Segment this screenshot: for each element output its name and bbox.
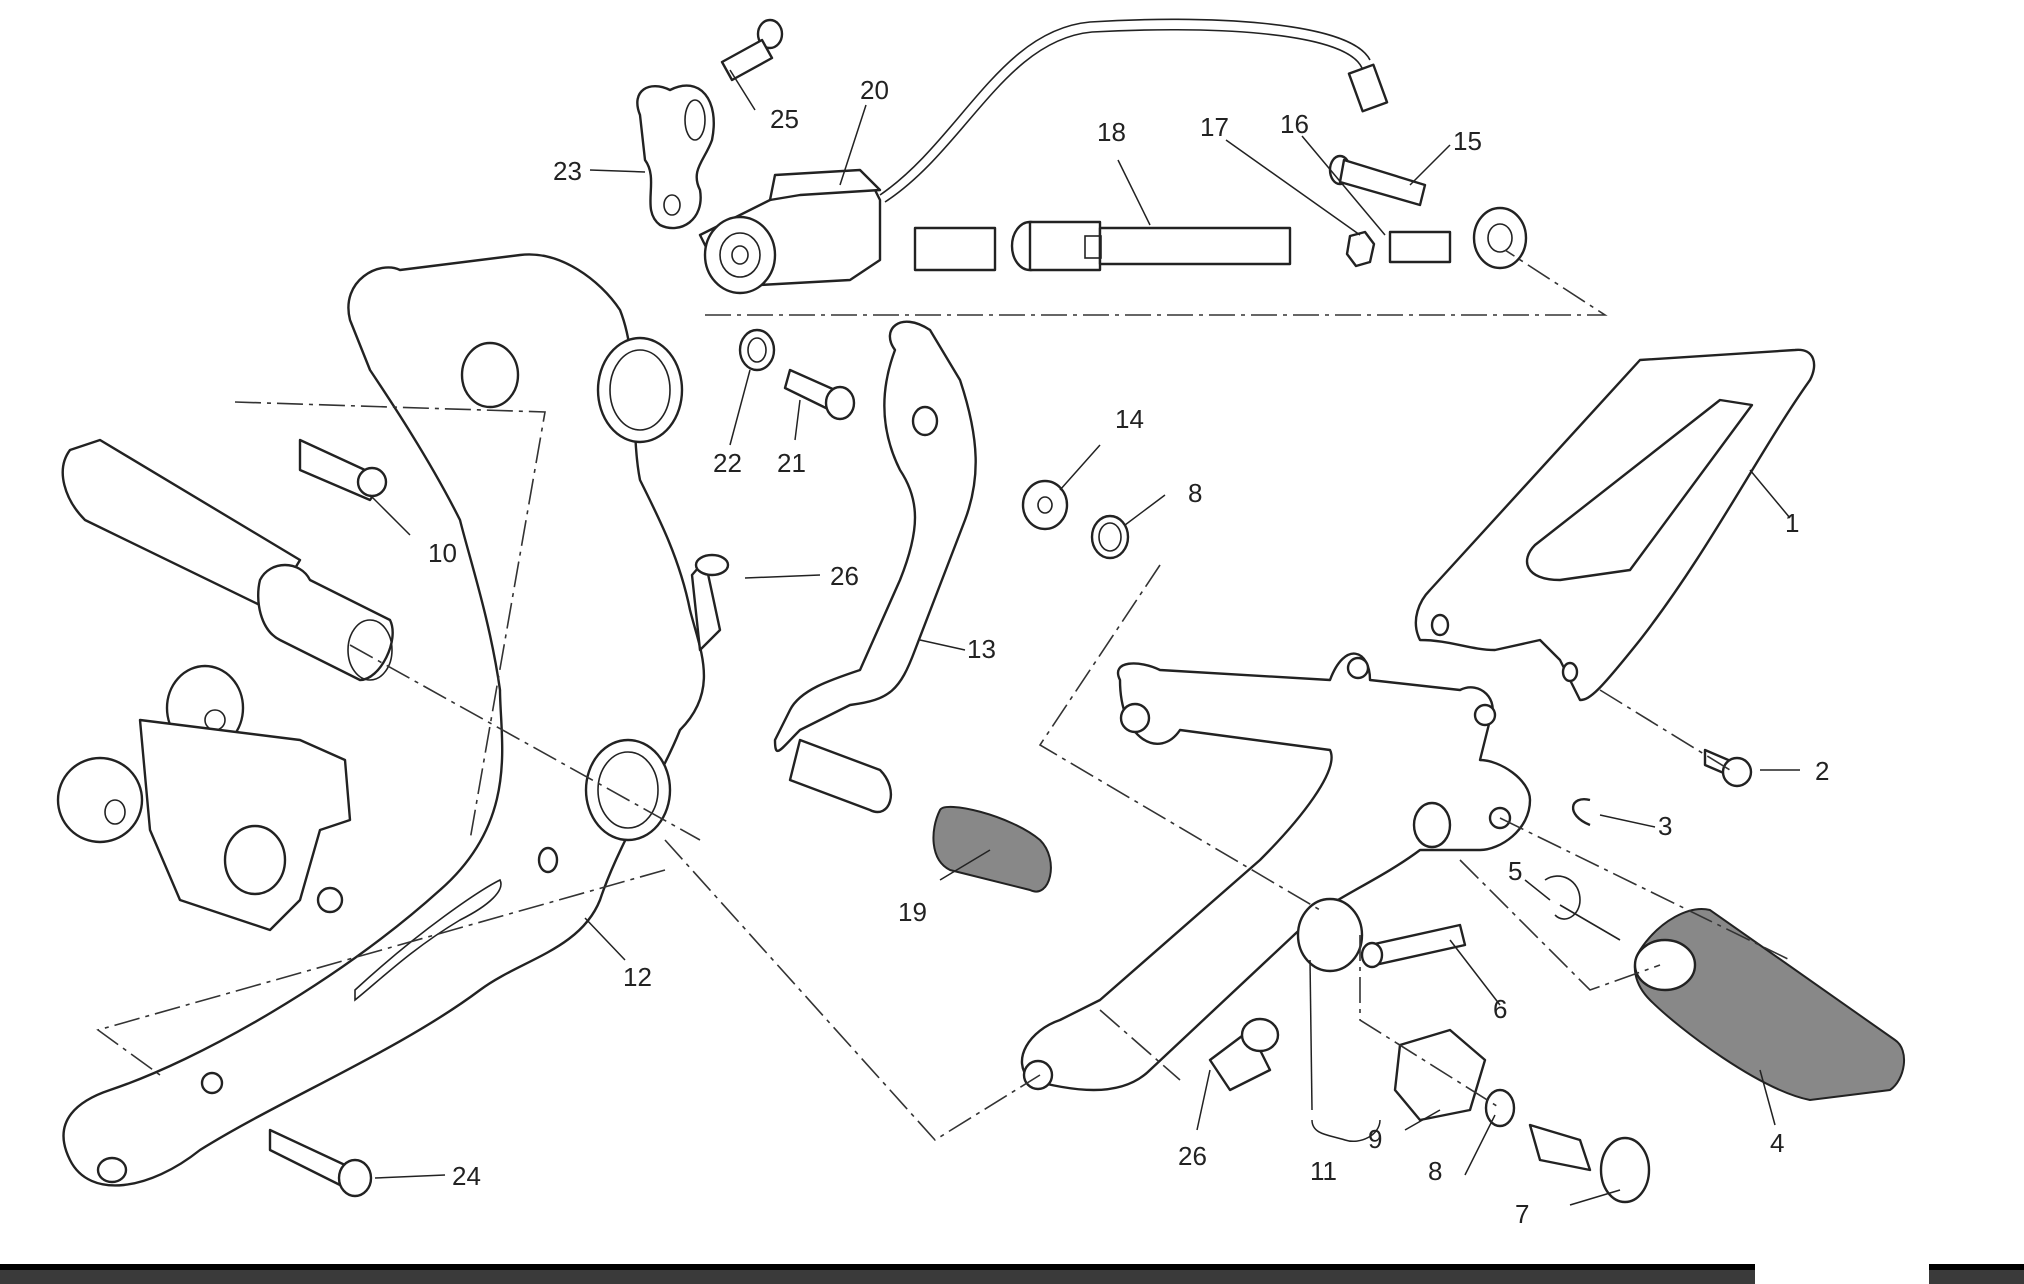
callout-15: 15	[1453, 126, 1482, 156]
callout-7: 7	[1515, 1199, 1529, 1229]
callout-26-lower: 26	[1178, 1141, 1207, 1171]
left-bracket-assembly	[56, 664, 352, 932]
part-26-bolt-lower	[1208, 1017, 1280, 1092]
part-18-rod	[1010, 220, 1292, 272]
part-4-footpeg	[1633, 908, 1906, 1102]
callout-9: 9	[1368, 1124, 1382, 1154]
callout-3: 3	[1658, 811, 1672, 841]
part-10-bolt	[298, 438, 388, 502]
callout-6: 6	[1493, 994, 1507, 1024]
callout-19: 19	[898, 897, 927, 927]
axis-line-top	[705, 249, 1608, 316]
callout-16: 16	[1280, 109, 1309, 139]
callout-23: 23	[553, 156, 582, 186]
callout-13: 13	[967, 634, 996, 664]
callout-5: 5	[1508, 856, 1522, 886]
callout-17: 17	[1200, 112, 1229, 142]
callout-1: 1	[1785, 508, 1799, 538]
part-23-lever-clamp	[636, 84, 715, 230]
callout-8-upper: 8	[1188, 478, 1202, 508]
part-6-pin	[1360, 923, 1467, 969]
callout-20: 20	[860, 75, 889, 105]
part-9-bushing	[1393, 1028, 1487, 1122]
part-24-bolt	[268, 1128, 373, 1198]
footer-bar-left	[0, 1264, 1755, 1284]
part-1-heel-guard	[1414, 348, 1816, 702]
callout-18: 18	[1097, 117, 1126, 147]
part-19-rubber	[932, 805, 1052, 893]
callout-11: 11	[1310, 1156, 1337, 1186]
callout-leaders	[369, 69, 1800, 1206]
pivot-shaft	[61, 438, 394, 682]
callout-22: 22	[713, 448, 742, 478]
part-8-seal-upper	[1090, 514, 1130, 560]
part-12-main-bracket	[62, 253, 706, 1187]
callout-14: 14	[1115, 404, 1144, 434]
part-16-rod-end	[1388, 206, 1528, 270]
callout-8-lower: 8	[1428, 1156, 1442, 1186]
callout-labels: 1 2 3 4 5 6 7 8 8 9 10 11 12 13 14 15 16…	[428, 75, 1829, 1229]
part-14-washer	[1021, 479, 1069, 531]
part-5-spring	[1544, 875, 1621, 941]
callout-24: 24	[452, 1161, 481, 1191]
assembly-axis-lines	[96, 401, 1791, 1142]
part-17-nut	[1345, 230, 1376, 268]
part-20-shift-sensor	[698, 168, 997, 295]
part-13-gear-lever	[773, 320, 977, 814]
part-21-bolt	[783, 368, 856, 421]
part-8-seal-lower	[1484, 1088, 1516, 1128]
callout-21: 21	[777, 448, 806, 478]
callout-25: 25	[770, 104, 799, 134]
part-15-bolt	[1328, 154, 1427, 207]
callout-4: 4	[1770, 1128, 1784, 1158]
part-7-pivot-bolt	[1528, 1123, 1651, 1204]
part-footpeg-bracket	[1020, 652, 1532, 1092]
part-25-bolt	[720, 18, 784, 82]
part-26-bolt-upper	[690, 553, 730, 652]
part-3-circlip	[1571, 798, 1591, 827]
footer-bar-right	[1929, 1264, 2024, 1284]
callout-2: 2	[1815, 756, 1829, 786]
brace-11	[1311, 1119, 1381, 1142]
callout-12: 12	[623, 962, 652, 992]
sensor-cable	[879, 18, 1389, 203]
callout-26-upper: 26	[830, 561, 859, 591]
callout-10: 10	[428, 538, 457, 568]
part-22-washer	[738, 328, 776, 372]
